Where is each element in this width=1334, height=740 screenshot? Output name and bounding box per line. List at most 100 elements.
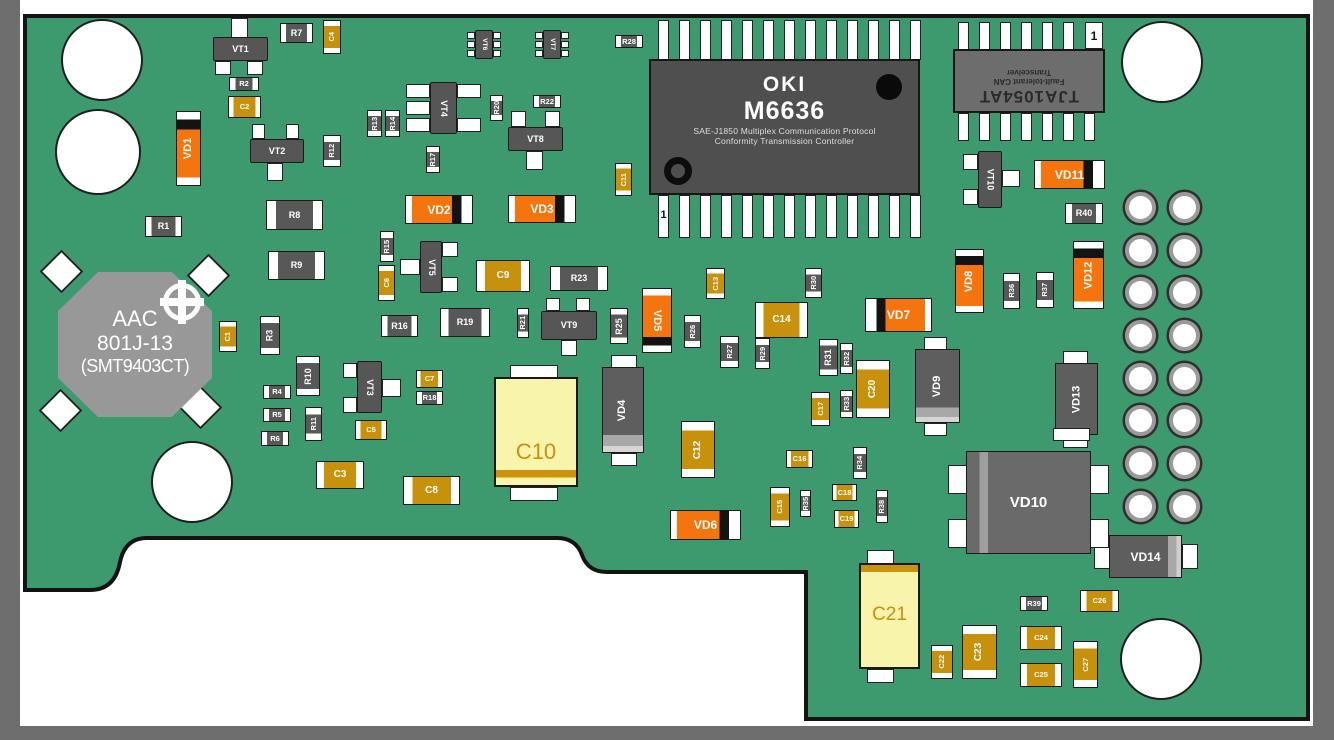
ic-rotated-text: TJA1054AT Fault-tolerant CAN Transceiver [955,51,1103,111]
resistor-R17: R17 [426,146,440,173]
resistor-R9: R9 [268,251,325,280]
buzzer-brand: AAC [112,306,158,331]
component-label: C18 [837,487,852,497]
component-label: C15 [775,500,785,514]
ic-pin [700,195,711,238]
component-label: VD9 [931,375,943,397]
transistor-pad [493,50,501,57]
ic-pin [1021,22,1032,50]
ic-pin1: 1 [1085,22,1103,49]
transistor-pad [406,101,430,115]
resistor-R4: R4 [263,385,291,399]
capacitor-terminal [510,487,558,501]
resistor-R29: R29 [755,338,770,369]
capacitor-terminal [867,550,894,564]
transistor-pad [457,118,481,132]
ic-pin [721,20,732,60]
resistor-R11: R11 [305,407,322,441]
transistor-pad [535,50,543,57]
connector-pad [1168,404,1200,436]
capacitor-C27: C27 [1073,641,1098,688]
component-label: VD8 [963,270,975,292]
buzzer-part-number: (SMT9403CT) [80,356,190,376]
transistor-pad [231,18,248,38]
transistor-pad [546,298,560,311]
diode-terminal [1182,544,1198,569]
resistor-R12: R12 [323,135,341,167]
component-label: R25 [613,317,624,335]
ic-pin [1084,113,1095,141]
component-label: VT4 [438,99,449,117]
transistor-pad [442,277,458,292]
resistor-R40: R40 [1065,203,1103,224]
ic-pin [721,195,732,238]
transistor-pad [963,154,978,170]
component-label: R32 [841,351,851,366]
resistor-R13: R13 [367,110,382,137]
capacitor-C10: C10 [494,377,578,487]
capacitor-C24: C24 [1020,626,1062,650]
component-label: VD6 [693,518,718,532]
diode-terminal [611,453,637,466]
buzzer-aac: AAC 801J-13 (SMT9403CT) [58,272,212,417]
component-label: R17 [428,152,438,167]
component-label: R18 [422,393,437,403]
capacitor-C20: C20 [856,360,890,418]
resistor-R5: R5 [263,408,291,422]
connector-pad [1124,362,1156,394]
ic-pin [763,20,774,60]
component-label: C22 [937,655,947,669]
connector-pad [1124,276,1156,308]
transistor-pad [535,32,543,39]
capacitor-C21: C21 [859,563,920,669]
mounting-hole [151,441,233,523]
transistor-pad [286,124,299,139]
ic-pin [847,20,858,60]
transistor-pad [467,32,475,39]
ic-pin [868,195,879,238]
capacitor-C19: C19 [834,510,859,528]
component-label: R2 [239,79,249,89]
transistor-pad [442,242,458,257]
ic-pin [958,22,969,50]
diode-VD13: VD13 [1055,363,1098,435]
component-label: C10 [515,439,557,464]
component-label: R3 [264,329,275,342]
transistor-pad [1002,170,1020,187]
component-label: R27 [724,345,734,359]
capacitor-C26: C26 [1080,590,1119,612]
component-label: R6 [270,433,280,443]
connector-pad [1168,490,1200,522]
component-label: VD5 [651,309,664,332]
transistor-pad [457,84,481,98]
ic-pin [763,195,774,238]
diode-VD8: VD8 [955,249,984,313]
component-label: R38 [877,499,887,514]
resistor-R8: R8 [266,200,323,230]
resistor-R37: R37 [1036,272,1054,308]
component-label: VD1 [182,137,194,160]
polarity-plus-icon [160,280,204,324]
component-label: 1 [660,208,667,221]
capacitor-C6: C6 [378,265,395,301]
ic-pin [1042,113,1053,141]
transistor-VT3: VT3 [357,361,382,413]
resistor-R3: R3 [260,316,280,355]
capacitor-C22: C22 [931,645,953,679]
capacitor-C25: C25 [1020,663,1062,687]
resistor-R15: R15 [380,231,394,262]
transistor-pad [493,41,501,48]
ic-part-number: TJA1054AT [978,87,1080,106]
resistor-R6: R6 [261,431,289,446]
transistor-pad [215,61,231,75]
resistor-R32: R32 [840,343,853,374]
component-label: R22 [540,96,554,106]
capacitor-C23: C23 [962,625,997,679]
capacitor-C16: C16 [786,450,813,468]
component-label: R15 [382,239,392,254]
component-label: VD10 [1009,494,1048,511]
ic-oki-m6636: OKI M6636 SAE-J1850 Multiplex Communicat… [649,59,920,195]
component-label: R20 [491,101,501,115]
ic-pin [742,20,753,60]
transistor-pad [561,50,569,57]
